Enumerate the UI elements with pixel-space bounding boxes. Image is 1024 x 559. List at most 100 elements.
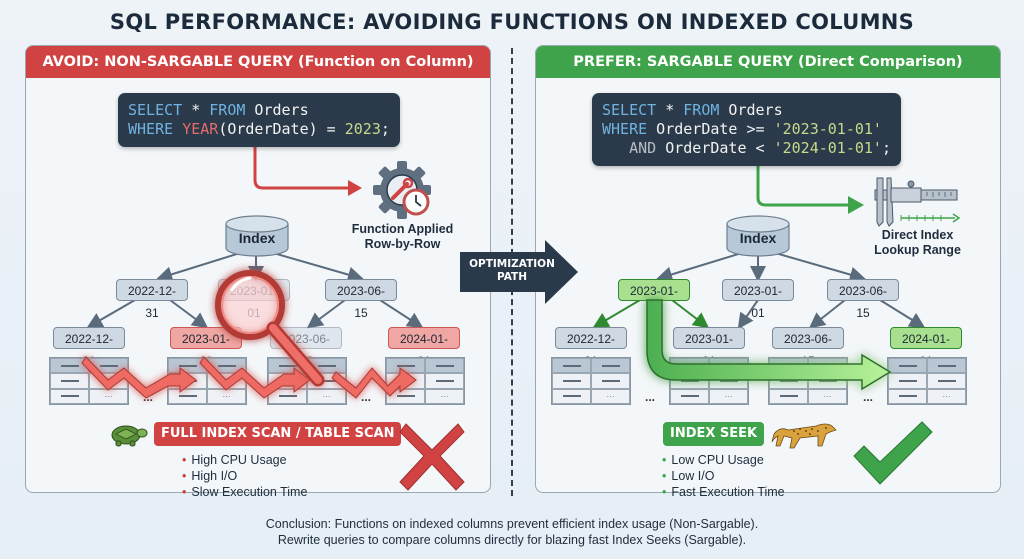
- leaf-cell: ···: [591, 388, 630, 404]
- leaf-cell: [670, 388, 709, 404]
- bullet-item: High I/O: [182, 468, 307, 484]
- conclusion: Conclusion: Functions on indexed columns…: [0, 516, 1024, 548]
- leaf-cell: [307, 358, 346, 374]
- left-l2-node: 2023-01-01: [170, 327, 242, 368]
- sql-keyword: SELECT: [602, 101, 657, 119]
- leaf-cell: [268, 373, 307, 389]
- row-bar: [680, 395, 699, 398]
- page-title: SQL PERFORMANCE: AVOIDING FUNCTIONS ON I…: [109, 10, 915, 34]
- note-line: Row-by-Row: [364, 237, 441, 251]
- leaf-cell: ···: [425, 388, 464, 404]
- row-bar: [99, 379, 118, 382]
- row-bar: [779, 379, 798, 382]
- sql-table: Orders: [719, 101, 783, 119]
- sql-column: (OrderDate): [218, 120, 318, 138]
- x-mark-icon: [399, 423, 465, 491]
- row-bar: [898, 395, 917, 398]
- leaf-page: ···: [669, 357, 749, 405]
- row-bar: [396, 364, 415, 367]
- leaf-cell: [307, 373, 346, 389]
- leaf-cell: [769, 373, 808, 389]
- leaf-cell: [552, 388, 591, 404]
- avoid-panel-header: AVOID: NON-SARGABLE QUERY (Function on C…: [26, 46, 490, 78]
- sql-keyword: SELECT: [128, 101, 183, 119]
- leaf-cell: [207, 373, 246, 389]
- leaf-cell: [89, 358, 128, 374]
- leaf-cell: [769, 388, 808, 404]
- leaf-page: ···: [267, 357, 347, 405]
- row-bar: [99, 364, 118, 367]
- row-bar: [396, 379, 415, 382]
- function-applied-note: Function Applied Row-by-Row: [340, 222, 465, 252]
- left-l2-node: 2023-06-15: [270, 327, 342, 368]
- index-seek-badge: INDEX SEEK: [663, 422, 765, 446]
- sql-keyword: FROM: [209, 101, 246, 119]
- leaf-cell: [50, 358, 89, 374]
- sql-terminator: ;: [881, 139, 891, 157]
- leaf-cell: ···: [709, 388, 748, 404]
- row-bar: [278, 364, 297, 367]
- leaf-cell: [927, 373, 966, 389]
- row-bar: [217, 364, 236, 367]
- bullet-item: High CPU Usage: [182, 452, 307, 468]
- row-bar: [937, 364, 956, 367]
- leaf-cell: [50, 373, 89, 389]
- bullet-item: Low CPU Usage: [662, 452, 785, 468]
- row-bar: [818, 364, 837, 367]
- row-bar: [60, 395, 79, 398]
- leaf-ellipsis: ...: [863, 390, 874, 404]
- sql-function: YEAR: [182, 120, 219, 138]
- leaf-page: ···: [49, 357, 129, 405]
- bullet-item: Slow Execution Time: [182, 484, 307, 500]
- direct-index-note: Direct Index Lookup Range: [855, 228, 980, 258]
- leaf-page: ···: [887, 357, 967, 405]
- non-sargable-query-code: SELECT * FROM Orders WHERE YEAR(OrderDat…: [118, 93, 400, 147]
- leaf-cell: [268, 358, 307, 374]
- leaf-cell: ···: [927, 388, 966, 404]
- prefer-bullets: Low CPU Usage Low I/O Fast Execution Tim…: [662, 452, 785, 500]
- leaf-cell: [769, 358, 808, 374]
- leaf-cell: [808, 358, 847, 374]
- sql-column: OrderDate: [647, 120, 738, 138]
- sargable-query-code: SELECT * FROM Orders WHERE OrderDate >= …: [592, 93, 901, 166]
- note-line: Lookup Range: [874, 243, 961, 257]
- sql-keyword: WHERE: [602, 120, 648, 138]
- conclusion-line: Rewrite queries to compare columns direc…: [277, 533, 747, 547]
- leaf-cell: ···: [808, 388, 847, 404]
- leaf-page: ···: [385, 357, 465, 405]
- row-bar: [278, 379, 297, 382]
- leaf-cell: [888, 388, 927, 404]
- note-line: Direct Index: [881, 228, 954, 242]
- row-bar: [60, 379, 79, 382]
- bullet-item: Low I/O: [662, 468, 785, 484]
- optimization-path-label: OPTIMIZATION PATH: [462, 258, 562, 284]
- check-mark-icon: [853, 421, 933, 485]
- sql-operator: <: [746, 139, 774, 157]
- leaf-cell: [386, 358, 425, 374]
- bullet-item: Fast Execution Time: [662, 484, 784, 500]
- leaf-cell: [425, 373, 464, 389]
- row-bar: [779, 395, 798, 398]
- optimization-label-line: PATH: [497, 271, 527, 283]
- left-l2-node: 2024-01-01: [388, 327, 460, 368]
- row-bar: [719, 379, 738, 382]
- leaf-cell: [552, 373, 591, 389]
- right-l2-node: 2023-01-01: [673, 327, 745, 368]
- leaf-cell: [927, 358, 966, 374]
- leaf-cell: [709, 358, 748, 374]
- row-bar: [217, 379, 236, 382]
- left-l1-node: 2023-01-01: [218, 279, 290, 320]
- row-bar: [178, 364, 197, 367]
- left-l1-node: 2023-06-15: [325, 279, 397, 320]
- sql-star: *: [656, 101, 684, 119]
- leaf-cell: ···: [207, 388, 246, 404]
- leaf-cell: [50, 388, 89, 404]
- leaf-cell: [552, 358, 591, 374]
- leaf-cell: [386, 373, 425, 389]
- row-bar: [317, 364, 336, 367]
- sql-keyword: FROM: [683, 101, 720, 119]
- leaf-cell: [268, 388, 307, 404]
- sql-star: *: [182, 101, 210, 119]
- row-bar: [779, 364, 798, 367]
- cheetah-icon: [771, 423, 837, 449]
